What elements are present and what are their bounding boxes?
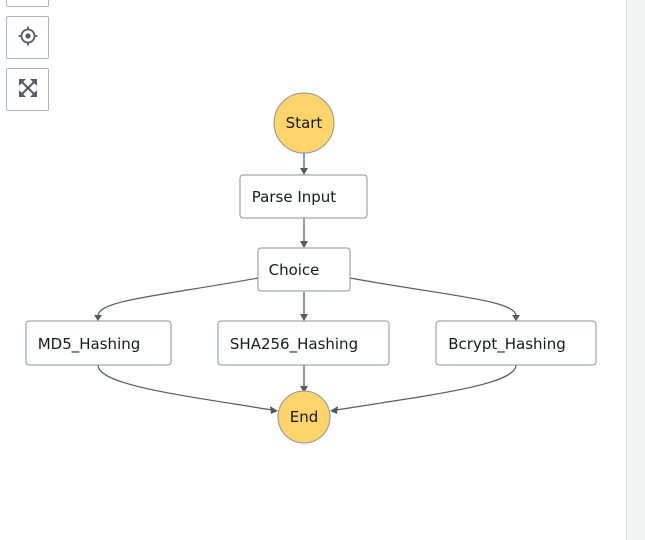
center-graph-button[interactable] xyxy=(6,16,49,59)
state-parse-input[interactable]: Parse Input xyxy=(239,174,368,219)
edge-choice-md5 xyxy=(97,277,259,317)
edge-bcrypt-end-arrow xyxy=(330,406,338,414)
edge-choice-sha256-arrow xyxy=(300,314,308,321)
state-choice[interactable]: Choice xyxy=(257,247,351,292)
edge-choice-bcrypt xyxy=(349,277,517,317)
state-bcrypt-hashing-label: Bcrypt_Hashing xyxy=(448,335,565,354)
state-sha256-hashing-label: SHA256_Hashing xyxy=(230,335,358,354)
edge-choice-md5-arrow xyxy=(94,315,102,321)
edge-choice-bcrypt-arrow xyxy=(512,315,520,321)
crosshair-icon xyxy=(18,26,38,50)
edge-sha256-end-arrow xyxy=(300,386,308,393)
expand-icon xyxy=(18,78,38,102)
state-md5-hashing-label: MD5_Hashing xyxy=(38,335,141,354)
end-node[interactable]: End xyxy=(277,390,331,444)
state-parse-input-label: Parse Input xyxy=(252,188,337,206)
state-md5-hashing[interactable]: MD5_Hashing xyxy=(25,320,172,366)
toolbar-button-partial[interactable] xyxy=(6,0,49,7)
state-machine-graph: Start Parse Input Choice MD5_Hashing SHA… xyxy=(25,92,597,444)
start-node[interactable]: Start xyxy=(273,92,335,154)
fit-view-button[interactable] xyxy=(6,68,49,111)
edge-md5-end-arrow xyxy=(270,406,278,414)
edge-md5-end xyxy=(97,364,273,411)
state-choice-label: Choice xyxy=(269,261,320,279)
start-label: Start xyxy=(286,114,323,132)
state-sha256-hashing[interactable]: SHA256_Hashing xyxy=(217,320,390,366)
state-bcrypt-hashing[interactable]: Bcrypt_Hashing xyxy=(435,320,597,366)
edge-start-parse-arrow xyxy=(300,168,308,175)
edge-parse-choice-arrow xyxy=(300,241,308,248)
end-label: End xyxy=(290,408,319,426)
edge-bcrypt-end xyxy=(335,364,517,411)
vertical-scrollbar[interactable] xyxy=(626,0,645,540)
